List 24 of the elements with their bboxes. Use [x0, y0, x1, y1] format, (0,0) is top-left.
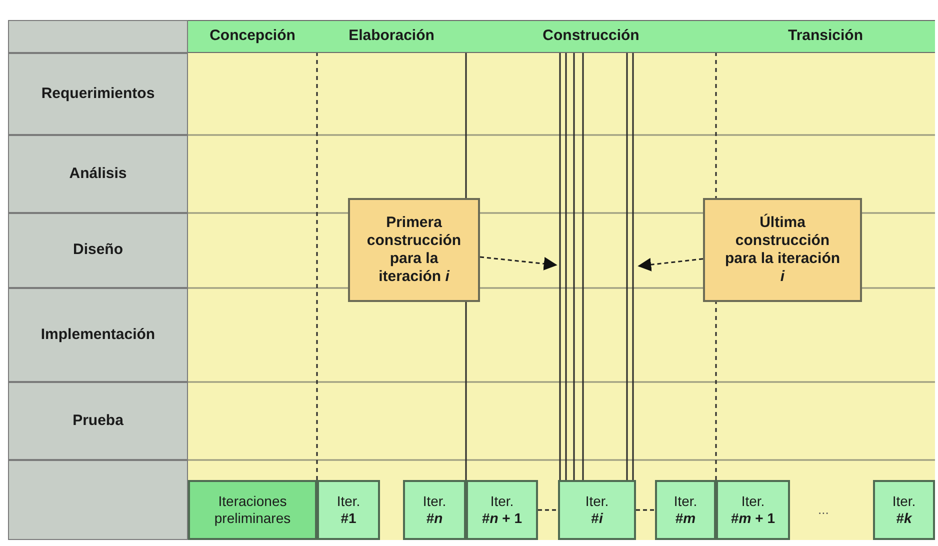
iteration-box: Iter. #n	[403, 480, 466, 540]
callout-box: Primera construcción para la iteración i	[348, 198, 480, 302]
phase-header: Transición	[716, 20, 935, 53]
iteration-box: Iter. #k	[873, 480, 935, 540]
ellipsis-text: ...	[818, 501, 829, 519]
phase-header: Elaboración	[317, 20, 466, 53]
iteration-box: Iter. #1	[317, 480, 380, 540]
dotted-connector	[636, 509, 655, 511]
iteration-box: Iter. #n + 1	[466, 480, 538, 540]
workflow-label: Implementación	[8, 288, 188, 382]
phase-header: Concepción	[188, 20, 317, 53]
iteration-box: Iter. #i	[558, 480, 636, 540]
iteration-box: Iter. #m	[655, 480, 716, 540]
iteration-box: Iter. #m + 1	[716, 480, 790, 540]
workflow-label: Análisis	[8, 135, 188, 213]
workflow-label: Diseño	[8, 213, 188, 288]
workflow-label: Requerimientos	[8, 53, 188, 135]
phase-header: Construcción	[466, 20, 716, 53]
dashed-arrow	[480, 256, 558, 270]
workflow-label: Prueba	[8, 382, 188, 460]
callout-box: Última construcción para la iteración i	[703, 198, 862, 302]
dotted-connector	[538, 509, 558, 511]
iteration-box: Iteraciones preliminares	[188, 480, 317, 540]
dashed-arrow	[638, 258, 704, 272]
